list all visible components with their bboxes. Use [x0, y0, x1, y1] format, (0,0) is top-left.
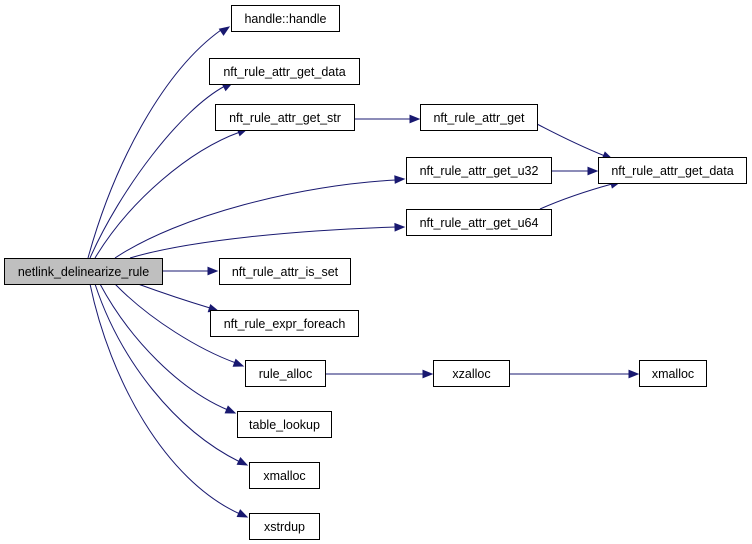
node-xmalloc[interactable]: xmalloc [249, 462, 320, 489]
edge-arrowhead [409, 114, 421, 124]
edge-line [89, 85, 226, 259]
node-table-lookup[interactable]: table_lookup [237, 411, 332, 438]
node-box [406, 209, 552, 236]
node-nft-rule-attr-get-data[interactable]: nft_rule_attr_get_data [598, 157, 747, 184]
node-label: handle::handle [244, 12, 326, 26]
node-label: nft_rule_attr_is_set [232, 265, 339, 279]
node-nft-rule-attr-get-data[interactable]: nft_rule_attr_get_data [209, 58, 360, 85]
node-label: xmalloc [263, 469, 305, 483]
edge-line [94, 283, 241, 463]
edge-n0-n5 [129, 222, 406, 259]
edge-arrowhead [628, 369, 640, 379]
edge-n0-n6 [162, 266, 219, 276]
edge-n0-n7 [137, 283, 220, 313]
node-nft-rule-attr-get-u32[interactable]: nft_rule_attr_get_u32 [406, 157, 552, 184]
node-box [245, 360, 326, 387]
node-label: rule_alloc [259, 367, 313, 381]
node-xmalloc[interactable]: xmalloc [639, 360, 707, 387]
node-box [4, 258, 163, 285]
edge-arrowhead [232, 358, 245, 367]
node-label: nft_rule_attr_get_str [229, 111, 341, 125]
node-box [249, 462, 320, 489]
edge-n0-n2 [89, 82, 234, 259]
edge-n12-n13 [536, 123, 614, 160]
edge-arrowhead [422, 369, 434, 379]
edge-n4-n13 [551, 166, 599, 176]
node-label: nft_rule_expr_foreach [224, 317, 346, 331]
edge-arrowhead [394, 222, 406, 232]
node-label: table_lookup [249, 418, 320, 432]
root-node[interactable]: netlink_delinearize_rule [4, 258, 163, 285]
node-box [639, 360, 707, 387]
edge-line [87, 29, 222, 259]
node-rule-alloc[interactable]: rule_alloc [245, 360, 326, 387]
node-box [420, 104, 538, 131]
edge-line [114, 283, 237, 364]
edge-arrowhead [224, 405, 237, 414]
node-nft-rule-attr-get[interactable]: nft_rule_attr_get [420, 104, 538, 131]
edge-line [114, 179, 397, 259]
edge-line [99, 283, 229, 411]
edge-line [94, 131, 241, 259]
node-box [406, 157, 552, 184]
edge-n3-n12 [354, 114, 421, 124]
edge-line [129, 226, 397, 259]
edge-arrowhead [587, 166, 599, 176]
edge-arrowhead [218, 26, 231, 36]
node-nft-rule-attr-get-u64[interactable]: nft_rule_attr_get_u64 [406, 209, 552, 236]
edge-n0-n8 [114, 283, 245, 367]
node-xstrdup[interactable]: xstrdup [249, 513, 320, 540]
edge-line [539, 183, 613, 210]
node-box [209, 58, 360, 85]
node-box [249, 513, 320, 540]
node-box [210, 310, 359, 337]
edge-arrowhead [236, 509, 249, 518]
edge-line [89, 283, 241, 515]
node-box [237, 411, 332, 438]
edge-n0-n10 [94, 283, 249, 466]
edge-n0-n11 [89, 283, 249, 518]
edge-n0-n9 [99, 283, 237, 414]
edge-line [536, 123, 606, 157]
edges-layer [87, 26, 640, 518]
node-label: nft_rule_attr_get_data [611, 164, 733, 178]
node-label: nft_rule_attr_get [433, 111, 525, 125]
edge-n0-n1 [87, 26, 231, 259]
edge-n5-n13 [539, 180, 622, 210]
node-label: nft_rule_attr_get_u64 [420, 216, 539, 230]
node-label: xstrdup [264, 520, 305, 534]
node-box [219, 258, 351, 285]
edge-arrowhead [207, 266, 219, 276]
node-box [231, 5, 340, 32]
node-handle-handle[interactable]: handle::handle [231, 5, 340, 32]
node-box [433, 360, 510, 387]
node-nft-rule-expr-foreach[interactable]: nft_rule_expr_foreach [210, 310, 359, 337]
node-nft-rule-attr-is-set[interactable]: nft_rule_attr_is_set [219, 258, 351, 285]
node-label: xzalloc [452, 367, 490, 381]
edge-arrowhead [236, 456, 249, 466]
node-label: netlink_delinearize_rule [18, 265, 149, 279]
edge-n8-n14 [325, 369, 434, 379]
node-xzalloc[interactable]: xzalloc [433, 360, 510, 387]
nodes-layer: netlink_delinearize_rule handle::handlenf… [4, 5, 747, 540]
edge-n14-n15 [509, 369, 640, 379]
node-label: nft_rule_attr_get_u32 [420, 164, 539, 178]
edge-arrowhead [394, 175, 406, 184]
node-box [215, 104, 355, 131]
edge-n0-n4 [114, 175, 406, 259]
node-label: nft_rule_attr_get_data [223, 65, 345, 79]
node-nft-rule-attr-get-str[interactable]: nft_rule_attr_get_str [215, 104, 355, 131]
node-box [598, 157, 747, 184]
node-label: xmalloc [652, 367, 694, 381]
edge-line [137, 283, 211, 309]
edge-n0-n3 [94, 128, 249, 259]
